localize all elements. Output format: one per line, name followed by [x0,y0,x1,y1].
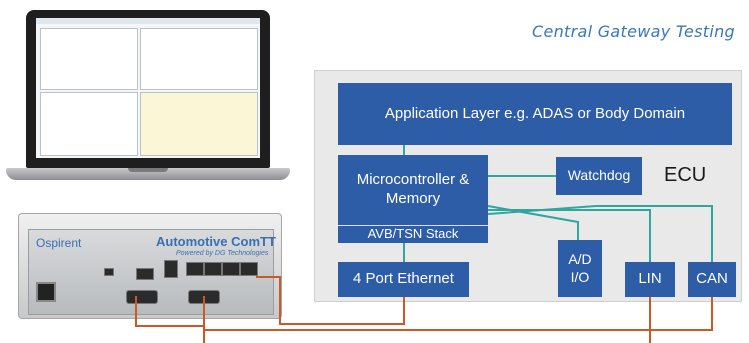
status-led-port [104,268,114,276]
line-box-connector-1 [135,296,205,343]
hardware-product-name: Automotive ComTT [156,234,276,249]
ethernet-port-1 [186,262,204,276]
display-port [136,268,154,280]
ad-io-block: A/D I/O [558,240,602,297]
laptop-notch [128,168,168,172]
diagram-title: Central Gateway Testing [531,22,735,41]
ethernet-port-4 [240,262,258,276]
ethernet-block: 4 Port Ethernet [338,262,469,297]
ethernet-port-3 [222,262,240,276]
laptop-screen-image [36,18,260,158]
microcontroller-block: Microcontroller & Memory [338,155,488,225]
usb-port [164,260,178,278]
watchdog-block: Watchdog [556,157,642,195]
ecu-label: ECU [664,164,707,186]
avb-tsn-block: AVB/TSN Stack [338,225,488,243]
app-layer-block: Application Layer e.g. ADAS or Body Doma… [338,83,732,145]
hardware-powered-by: Powered by DG Technologies [176,250,269,257]
ethernet-port-2 [204,262,222,276]
dsub-connector-1 [126,290,158,304]
line-box-to-can [203,296,713,331]
power-switch-icon [36,282,56,302]
lin-block: LIN [625,262,675,297]
laptop-base [6,168,290,180]
can-block: CAN [688,262,736,297]
hardware-brand: Ospirent [36,236,82,250]
line-mcu-to-can [487,205,713,262]
line-box-to-ethernet [256,276,405,325]
